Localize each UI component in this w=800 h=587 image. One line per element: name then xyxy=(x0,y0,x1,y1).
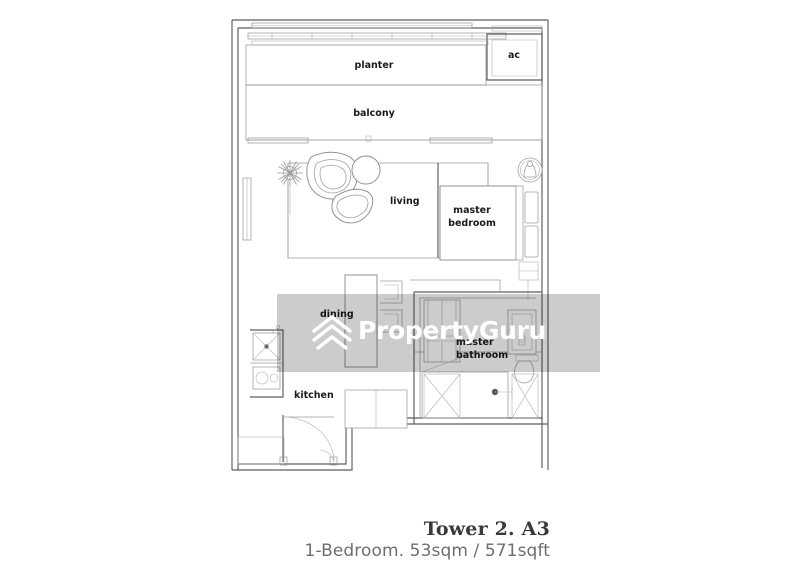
room-label-kitchen: kitchen xyxy=(294,390,334,401)
wash-basin xyxy=(507,309,537,355)
room-label-master-bedroom-line2: bedroom xyxy=(448,218,496,229)
room-label-master-bathroom-line2: bathroom xyxy=(456,350,508,361)
kitchen-sink xyxy=(252,325,281,361)
room-dining xyxy=(344,274,403,368)
kitchen-stove xyxy=(252,366,281,390)
room-master-bedroom xyxy=(437,163,539,300)
side-table-round xyxy=(351,155,381,185)
room-label-ac: ac xyxy=(508,50,520,61)
room-label-dining: dining xyxy=(320,309,354,320)
room-label-planter: planter xyxy=(355,60,394,71)
plant-decor-icon xyxy=(517,157,543,183)
page-title: Tower 2. A3 xyxy=(423,518,550,540)
entry-door-swing xyxy=(279,415,338,466)
floor-lamp-icon xyxy=(277,160,303,215)
room-label-master-bedroom-line1: master xyxy=(453,205,491,216)
ottoman xyxy=(331,188,374,224)
shower-glass-panels xyxy=(423,373,539,419)
shower-area xyxy=(421,354,513,419)
planter-railing xyxy=(247,22,507,46)
wc-toilet xyxy=(514,354,539,384)
room-master-bathroom xyxy=(410,279,542,424)
wardrobe-sliding-doors xyxy=(423,299,461,363)
room-label-living: living xyxy=(390,196,420,207)
room-label-master-bathroom-line1: master xyxy=(456,337,494,348)
sofa xyxy=(306,151,359,200)
room-label-balcony: balcony xyxy=(353,108,395,119)
room-ac xyxy=(486,25,543,81)
page-subtitle: 1-Bedroom. 53sqm / 571sqft xyxy=(304,541,550,561)
room-kitchen xyxy=(237,325,408,466)
balcony-sliding-door xyxy=(247,135,493,144)
